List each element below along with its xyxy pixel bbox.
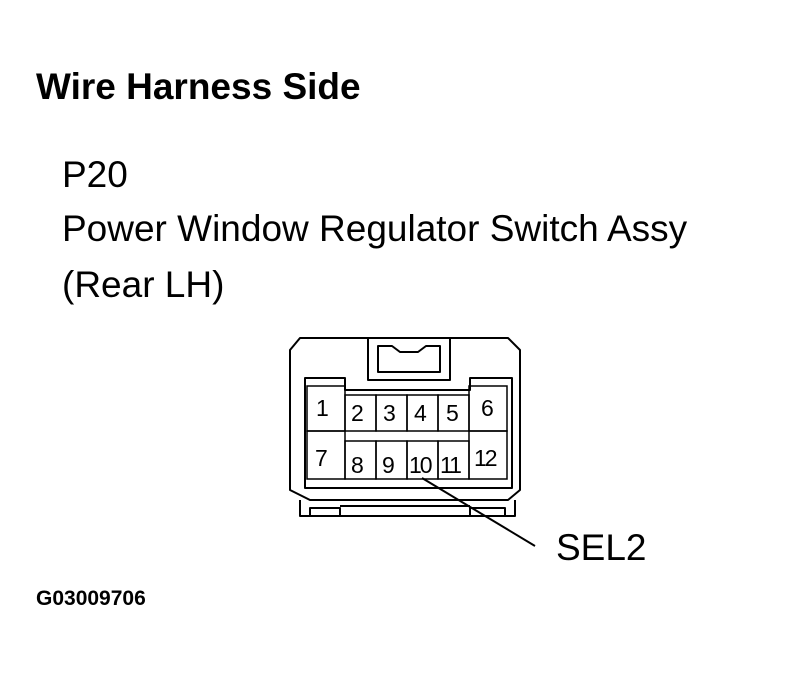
diagram-heading: Wire Harness Side	[36, 66, 361, 107]
pin-label-1: 1	[316, 395, 329, 421]
pin-cell-12	[468, 430, 508, 480]
pin-label-6: 6	[481, 395, 494, 421]
connector-bottom-rail	[309, 507, 341, 516]
callout-label-sel2: SEL2	[556, 527, 647, 568]
pin-label-5: 5	[446, 400, 459, 426]
connector-latch	[367, 338, 451, 381]
figure-id: G03009706	[36, 587, 146, 610]
connector-bottom-guide	[299, 500, 516, 517]
pin-label-9: 9	[382, 452, 395, 478]
pin-label-2: 2	[351, 400, 364, 426]
pin-label-11: 11	[440, 452, 462, 478]
connector-bottom-rail-right	[469, 507, 506, 516]
pin-label-8: 8	[351, 452, 364, 478]
pin-label-12: 12	[474, 445, 498, 471]
connector-latch-inner	[377, 345, 441, 373]
pin-label-10: 10	[409, 452, 433, 478]
callout-leader-line	[421, 477, 536, 547]
connector-inner-cavity	[304, 377, 513, 489]
connector-position: (Rear LH)	[62, 264, 225, 305]
pin-label-7: 7	[315, 445, 328, 471]
connector-name: Power Window Regulator Switch Assy	[62, 208, 688, 249]
connector-code: P20	[62, 154, 128, 195]
pin-label-3: 3	[383, 400, 396, 426]
pin-label-4: 4	[414, 400, 427, 426]
connector-housing-outline	[289, 337, 521, 501]
